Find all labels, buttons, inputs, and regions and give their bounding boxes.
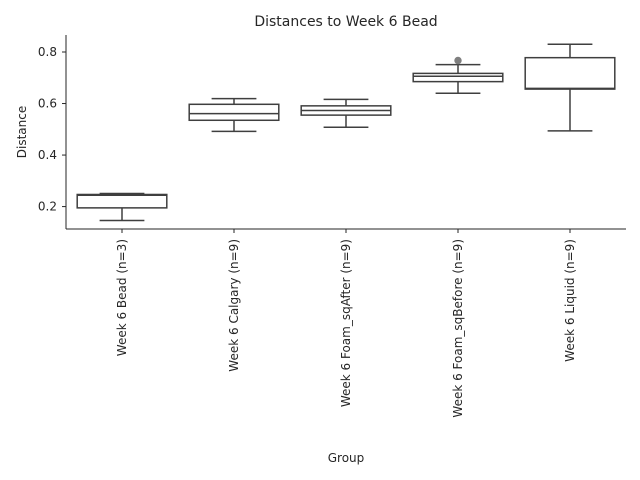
x-axis-ticks: Week 6 Bead (n=3) Week 6 Calgary (n=9) Wee… <box>115 229 577 418</box>
outlier-point <box>454 56 462 65</box>
y-tick-label: 0.8 <box>38 45 57 59</box>
box-group <box>76 192 168 222</box>
y-tick-label: 0.6 <box>38 97 57 111</box>
box-iqr <box>76 193 168 209</box>
y-axis-ticks: 0.2 0.4 0.6 0.8 <box>38 45 66 214</box>
y-axis-label: Distance <box>15 106 29 158</box>
box-series <box>76 43 616 222</box>
x-axis-label: Group <box>328 451 365 465</box>
box-group <box>412 56 504 94</box>
x-tick-label: Week 6 Foam_sqBefore (n=9) <box>451 239 465 418</box>
chart-title: Distances to Week 6 Bead <box>254 14 437 30</box>
x-tick-label: Week 6 Foam_sqAfter (n=9) <box>339 239 353 407</box>
box-group <box>188 97 280 133</box>
x-tick-label: Week 6 Bead (n=3) <box>115 239 129 356</box>
box-group <box>300 98 392 128</box>
box-iqr <box>188 103 280 122</box>
y-tick-label: 0.2 <box>38 200 57 214</box>
box-iqr <box>412 72 504 83</box>
box-iqr <box>524 56 616 90</box>
y-tick-label: 0.4 <box>38 148 57 162</box>
x-tick-label: Week 6 Liquid (n=9) <box>563 239 577 362</box>
x-tick-label: Week 6 Calgary (n=9) <box>227 239 241 372</box>
box-group <box>524 43 616 132</box>
